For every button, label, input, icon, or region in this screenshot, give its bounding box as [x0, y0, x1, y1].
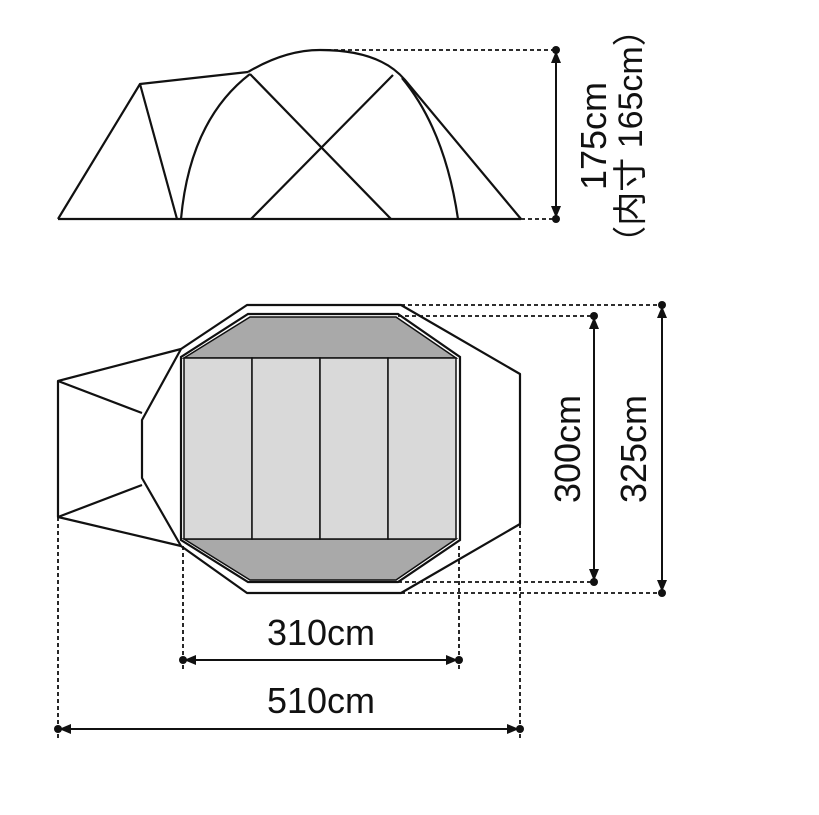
side-vestibule-outline: [57, 70, 249, 220]
top-fly-outline: [140, 303, 522, 595]
sleeping-pad-2: [251, 357, 321, 540]
sleeping-pad-1: [183, 357, 253, 540]
height-total-label: 175cm: [573, 82, 614, 190]
outer-width-dot-left: [54, 725, 62, 733]
side-dome-outline: [247, 48, 522, 220]
side-cross-pole-a: [249, 73, 392, 220]
inner-width-dot-right: [455, 656, 463, 664]
inner-depth-dot-top: [590, 312, 598, 320]
side-vestibule-pole: [138, 83, 179, 220]
top-view: 300cm 325cm 310cm 510cm: [54, 301, 667, 740]
top-vestibule-outline: [56, 347, 182, 548]
outer-depth-dot-top: [658, 301, 666, 309]
inner-tent-bottom-band: [181, 538, 459, 581]
height-inner-label: （内寸 165cm）: [612, 12, 650, 260]
inner-depth-label: 300cm: [547, 395, 588, 503]
top-vestibule-fold-lower: [57, 483, 143, 519]
sleeping-pad-4: [387, 357, 457, 540]
height-dot-top: [552, 46, 560, 54]
side-view: 175cm （内寸 165cm）: [57, 12, 650, 260]
inner-depth-dot-bottom: [590, 578, 598, 586]
inner-width-dot-left: [179, 656, 187, 664]
sleeping-pad-3: [319, 357, 389, 540]
outer-width-dot-right: [516, 725, 524, 733]
side-rear-hoop: [401, 77, 460, 220]
outer-depth-label: 325cm: [613, 395, 654, 503]
side-front-hoop: [179, 73, 251, 220]
inner-width-label: 310cm: [267, 612, 375, 653]
outer-depth-dot-bottom: [658, 589, 666, 597]
top-vestibule-fold-upper: [57, 379, 143, 415]
height-dot-bottom: [552, 215, 560, 223]
outer-width-label: 510cm: [267, 680, 375, 721]
side-cross-pole-b: [250, 74, 394, 220]
inner-tent-top-band: [181, 316, 459, 359]
